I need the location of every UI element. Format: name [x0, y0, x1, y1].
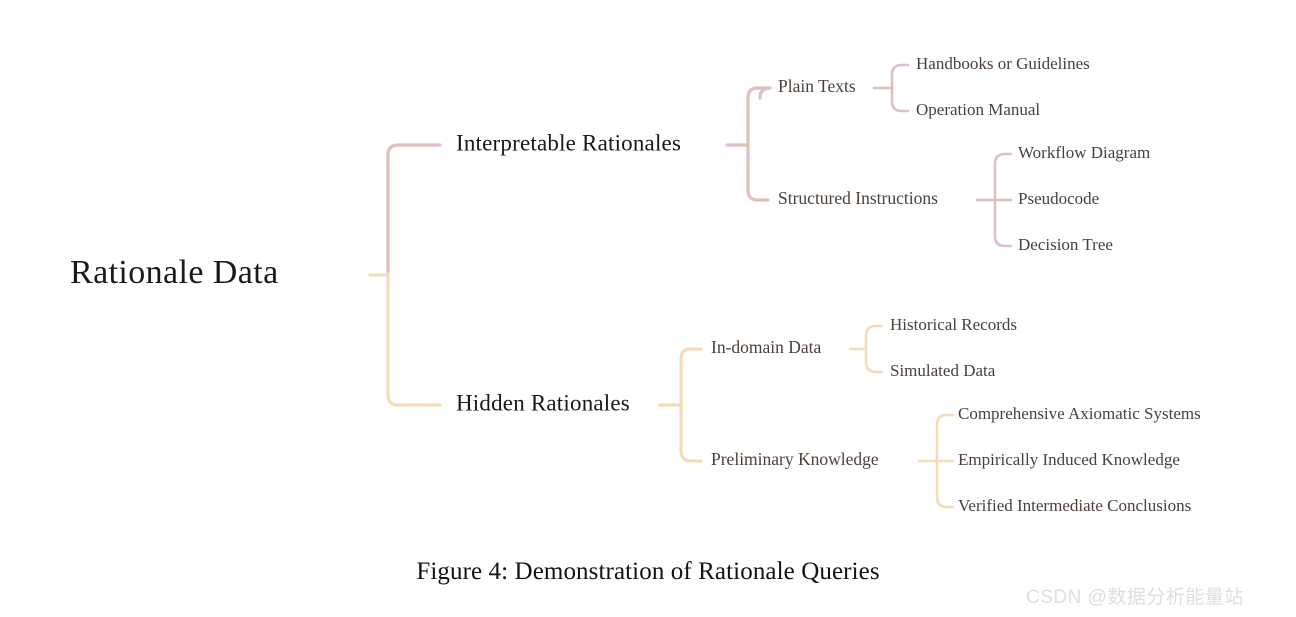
root-bracket [368, 143, 442, 407]
bracket-spine-in-domain-data [864, 324, 884, 374]
csdn-watermark: CSDN @数据分析能量站 [1026, 587, 1244, 608]
leaf-label-comprehensive-axiomatic-systems: Comprehensive Axiomatic Systems [958, 404, 1201, 423]
leaf-label-simulated-data: Simulated Data [890, 361, 996, 380]
bracket-spine-preliminary-knowledge [935, 413, 955, 509]
bracket-plain-texts-children [872, 63, 910, 113]
bracket-spine-interpretable [746, 86, 772, 202]
root-branch-hidden [386, 272, 442, 407]
root-node-label: Rationale Data [70, 254, 279, 291]
leaf-label-workflow-diagram: Workflow Diagram [1018, 143, 1150, 162]
bracket-hidden-children [658, 347, 703, 463]
bracket-spine-plain-texts [890, 63, 910, 113]
leaf-label-decision-tree: Decision Tree [1018, 235, 1113, 254]
leaf-label-verified-intermediate-conclusions: Verified Intermediate Conclusions [958, 496, 1191, 515]
leaf-label-empirically-induced-knowledge: Empirically Induced Knowledge [958, 450, 1180, 469]
node-label-structured-instructions: Structured Instructions [778, 188, 938, 208]
node-label-in-domain-data: In-domain Data [711, 337, 822, 357]
root-branch-interpretable [386, 143, 442, 278]
leaf-label-pseudocode: Pseudocode [1018, 189, 1099, 208]
figure-caption: Figure 4: Demonstration of Rationale Que… [416, 558, 880, 585]
bracket-structured-instructions-children [975, 152, 1013, 248]
node-label-plain-texts: Plain Texts [778, 76, 856, 96]
leaf-label-operation-manual: Operation Manual [916, 100, 1040, 119]
branch-label-hidden-rationales: Hidden Rationales [456, 390, 630, 415]
bracket-preliminary-knowledge-children [917, 413, 955, 509]
leaf-label-handbooks-or-guidelines: Handbooks or Guidelines [916, 54, 1090, 73]
node-label-preliminary-knowledge: Preliminary Knowledge [711, 449, 879, 469]
leaf-label-historical-records: Historical Records [890, 315, 1017, 334]
bracket-in-domain-data-children [848, 324, 884, 374]
branch-label-interpretable-rationales: Interpretable Rationales [456, 130, 681, 155]
bracket-interpretable-children [725, 86, 772, 202]
bracket-spine-hidden [679, 347, 703, 463]
bracket-spine-structured-instructions [993, 152, 1013, 248]
